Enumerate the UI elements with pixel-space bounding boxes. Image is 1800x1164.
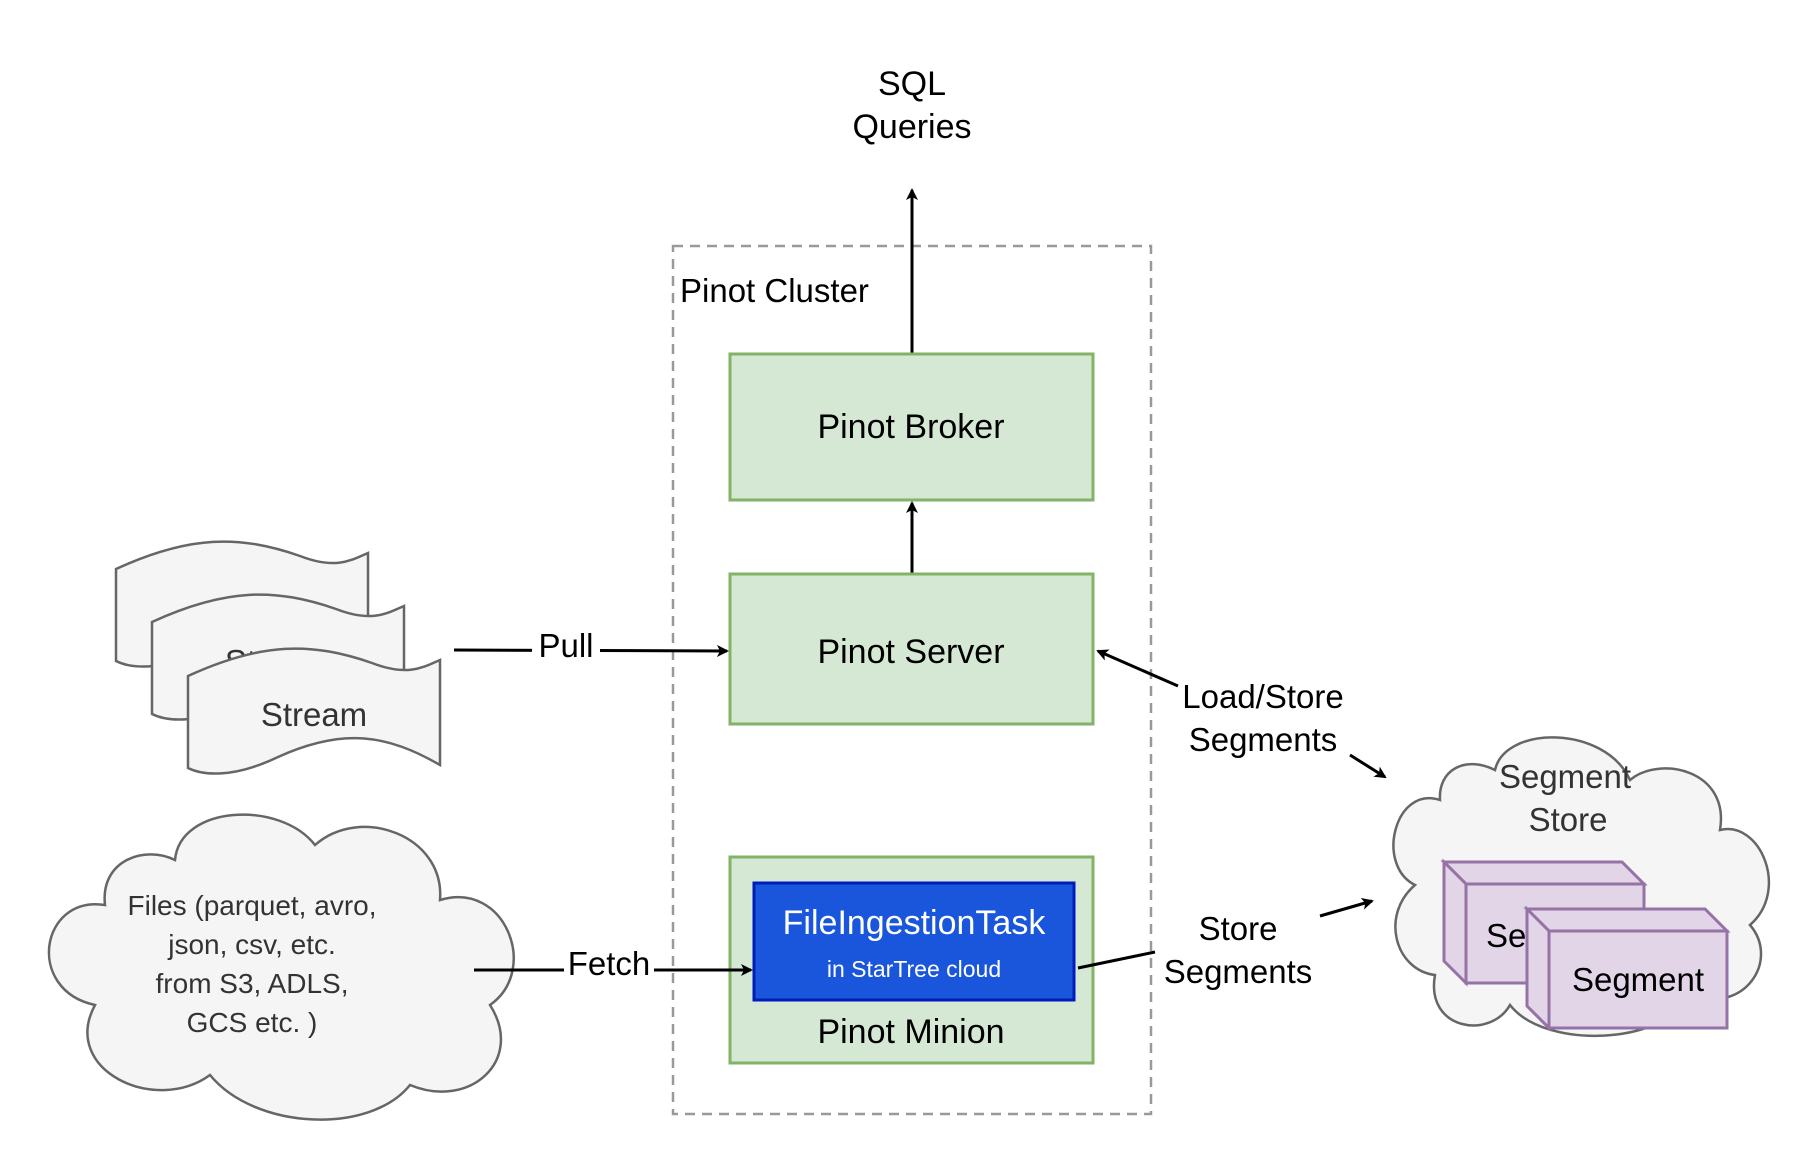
load-store-arrow-to-store [1349,753,1387,779]
fetch-label: Fetch [568,945,651,982]
fetch-label-bg [564,946,654,984]
pinot-cluster-title: Pinot Cluster [680,272,869,309]
segment-cube-front: Segment [1523,905,1731,1032]
segment-label-back: Se [1486,917,1526,954]
pinot-minion-label: Pinot Minion [817,1013,1004,1051]
load-store-label-line2: Segments [1189,721,1338,758]
segment-store-title-line2: Store [1529,801,1608,838]
pull-label-bg [532,628,600,666]
segment-store-title-line1: Segment [1499,758,1631,795]
files-label-line2: json, csv, etc. [167,929,336,960]
pinot-server-label: Pinot Server [817,633,1004,671]
file-ingestion-task-subtitle: in StarTree cloud [827,956,1001,982]
file-ingestion-task-box[interactable] [752,881,1076,1002]
files-label-line1: Files (parquet, avro, [128,890,377,921]
pull-label: Pull [538,627,593,664]
files-label-line4: GCS etc. ) [187,1007,318,1038]
sql-queries-label-line1: SQL [878,65,946,103]
stream-source-front: Stream [186,647,442,775]
store-segments-line [1077,950,1156,970]
pinot-broker-label: Pinot Broker [817,408,1004,446]
store-segments-arrow [1319,898,1374,918]
files-cloud [47,813,515,1121]
pinot-broker-box[interactable] [728,352,1095,502]
store-segments-label-line1: Store [1199,910,1278,947]
files-label-line3: from S3, ADLS, [156,968,349,999]
load-store-label-line1: Load/Store [1182,678,1343,715]
store-segments-label-line2: Segments [1164,953,1313,990]
pinot-server-box[interactable] [728,572,1095,726]
sql-queries-label-line2: Queries [852,108,971,146]
file-ingestion-task-title: FileIngestionTask [783,904,1047,942]
segment-label-front: Segment [1572,961,1704,998]
load-store-arrow-to-server [1096,649,1179,688]
stream-label-front: Stream [261,696,367,733]
